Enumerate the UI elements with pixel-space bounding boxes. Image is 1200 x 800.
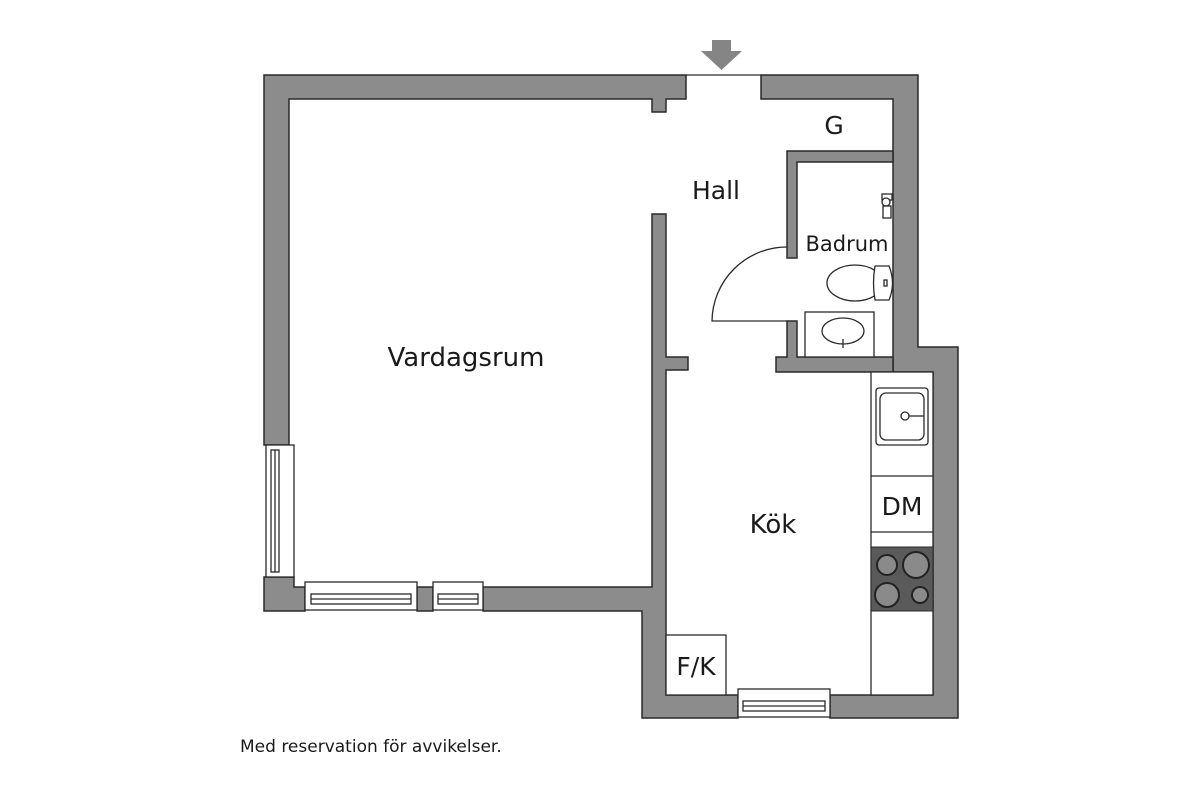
wall-top-left bbox=[263, 74, 687, 446]
fridge-freezer-box bbox=[665, 634, 727, 696]
wall-living-bottom bbox=[482, 213, 739, 719]
bathroom-sink-icon bbox=[804, 311, 875, 358]
disclaimer-text: Med reservation för avvikelser. bbox=[240, 737, 502, 757]
label-frys-kyl: F/K bbox=[676, 652, 716, 681]
room-label-hall: Hall bbox=[692, 176, 740, 205]
stove-icon bbox=[870, 546, 934, 612]
entrance-arrow-icon bbox=[701, 40, 742, 70]
wall-bottom-left-corner bbox=[263, 576, 306, 612]
bathroom-door-swing bbox=[711, 246, 788, 322]
wall-bathroom bbox=[786, 150, 894, 259]
window-kitchen bbox=[737, 688, 831, 718]
label-diskmaskin: DM bbox=[882, 492, 923, 521]
window-bottom-2 bbox=[432, 581, 484, 611]
window-left bbox=[265, 444, 295, 578]
shower-fixture-icon bbox=[881, 193, 893, 219]
room-label-garderob: G bbox=[824, 111, 843, 140]
room-label-badrum: Badrum bbox=[805, 232, 888, 256]
room-label-vardagsrum: Vardagsrum bbox=[388, 343, 545, 373]
window-bottom-1 bbox=[304, 581, 418, 611]
kitchen-sink-icon bbox=[875, 387, 929, 446]
wall-pillar bbox=[416, 586, 434, 612]
toilet-icon bbox=[826, 264, 894, 302]
room-label-kok: Kök bbox=[750, 510, 797, 540]
